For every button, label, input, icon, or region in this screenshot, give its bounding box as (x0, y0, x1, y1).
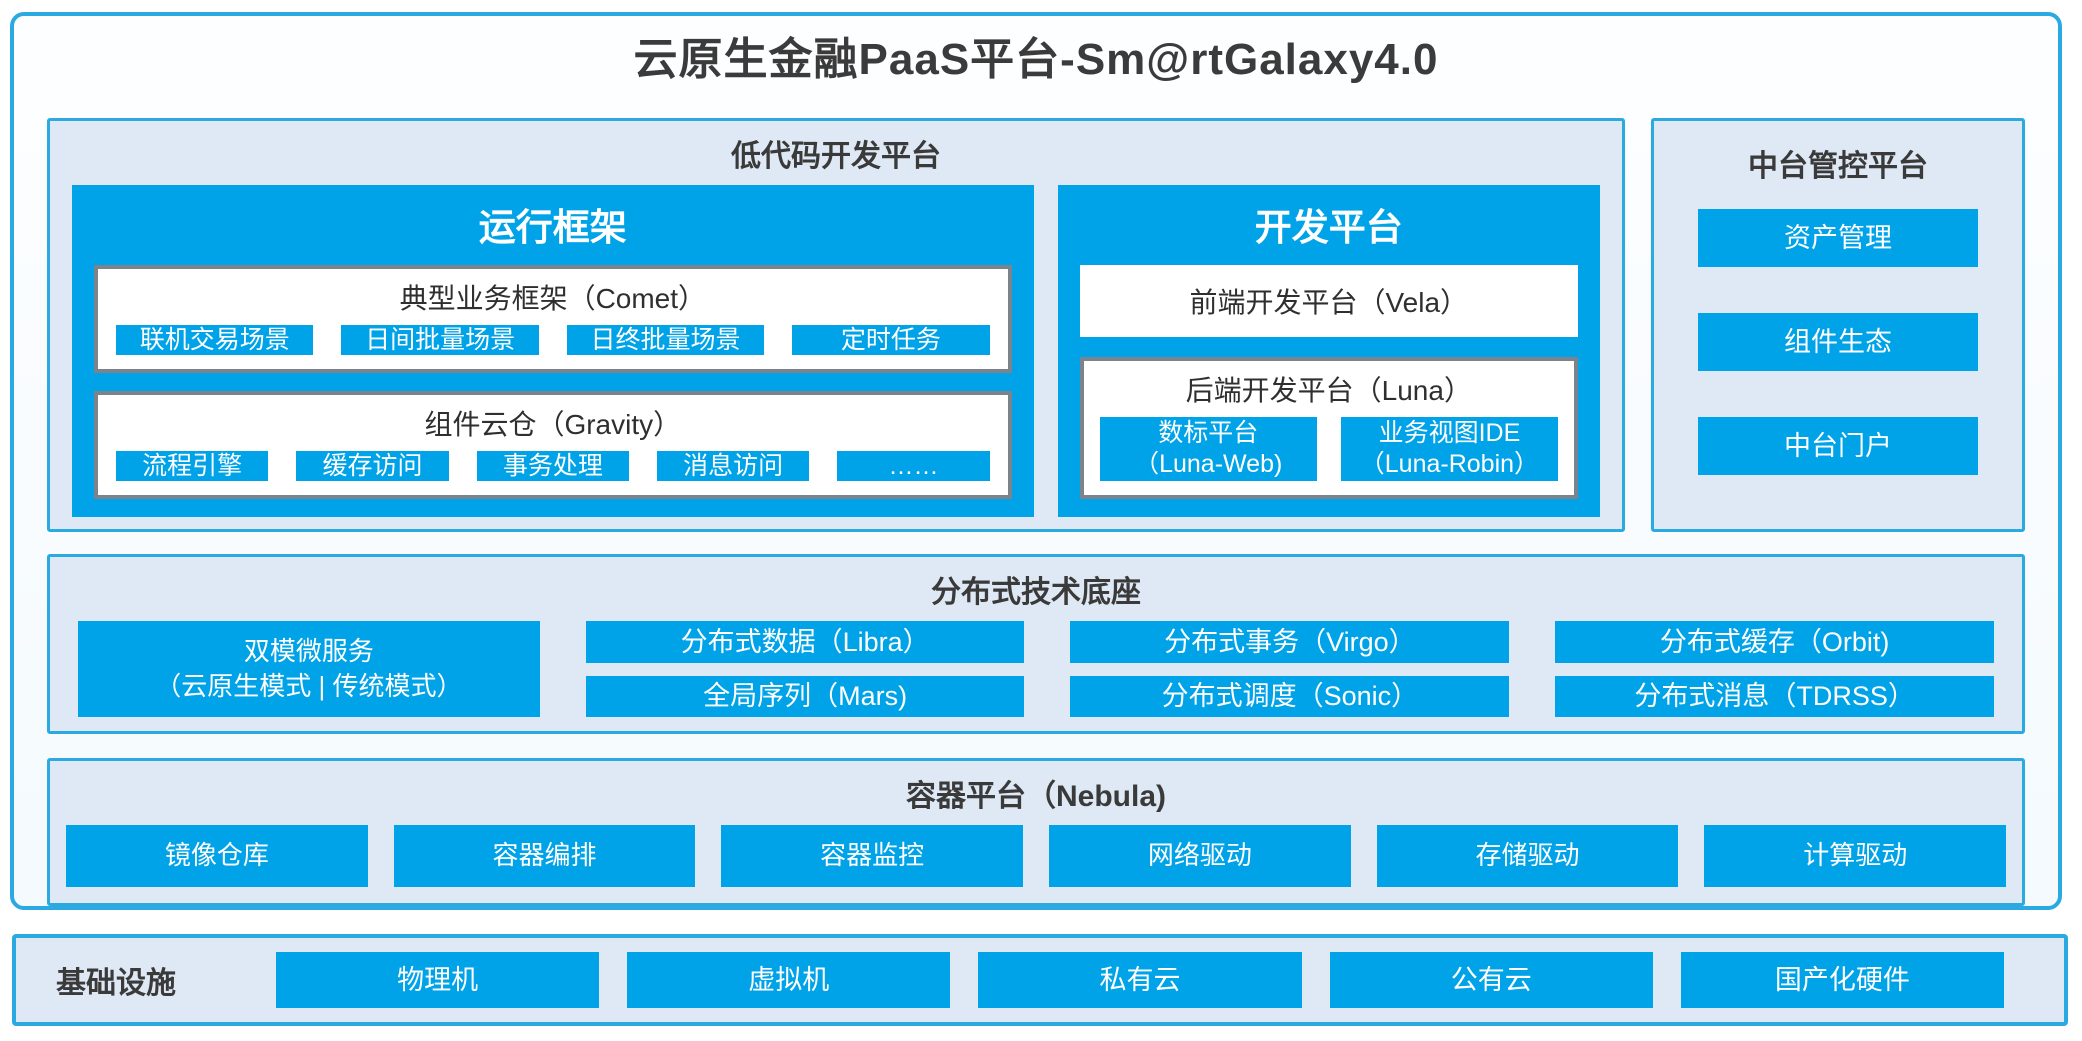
dev-platform-title: 开发平台 (1254, 207, 1403, 248)
infra-item-virtual-machine: 虚拟机 (627, 952, 951, 1008)
comet-framework-title: 典型业务框架（Comet） (399, 283, 707, 314)
distributed-cache-orbit: 分布式缓存（Orbit) (1555, 621, 1994, 663)
gravity-item-process-engine: 流程引擎 (116, 451, 269, 481)
distributed-message-tdrss: 分布式消息（TDRSS） (1555, 675, 1994, 717)
page-title: 云原生金融PaaS平台-Sm@rtGalaxy4.0 (633, 35, 1439, 84)
midplatform-header: 中台管控平台 (1748, 150, 1928, 183)
vela-frontend-box: 前端开发平台（Vela） (1079, 265, 1578, 337)
distributed-base-header: 分布式技术底座 (931, 576, 1141, 609)
dual-mode-line2: （云原生模式 | 传统模式） (155, 671, 463, 701)
comet-item-eod-batch: 日终批量场景 (566, 325, 765, 355)
distributed-data-libra: 分布式数据（Libra） (585, 621, 1025, 663)
infra-item-physical-machine: 物理机 (276, 952, 600, 1008)
luna-items-row: 数标平台 （Luna-Web) 业务视图IDE （Luna-Robin） (1084, 417, 1574, 495)
container-item-orchestration: 容器编排 (393, 825, 696, 887)
runtime-framework-title: 运行框架 (478, 207, 627, 248)
container-platform-header: 容器平台（Nebula) (905, 780, 1166, 813)
luna-robin-item-code: （Luna-Robin） (1359, 450, 1540, 478)
container-item-network-driver: 网络驱动 (1049, 825, 1351, 887)
luna-robin-item: 业务视图IDE （Luna-Robin） (1340, 417, 1559, 481)
dual-mode-microservice-box: 双模微服务 （云原生模式 | 传统模式） (78, 621, 540, 717)
panel-distributed-base: 分布式技术底座 双模微服务 （云原生模式 | 传统模式） 分布式数据（Libra… (47, 554, 2025, 734)
distributed-col-data: 分布式数据（Libra） 全局序列（Mars) (585, 621, 1025, 717)
runtime-framework-box: 运行框架 典型业务框架（Comet） 联机交易场景 日间批量场景 日终批量场景 … (72, 185, 1034, 517)
luna-backend-box: 后端开发平台（Luna） 数标平台 （Luna-Web) 业务视图IDE （Lu… (1079, 357, 1578, 499)
comet-items-row: 联机交易场景 日间批量场景 日终批量场景 定时任务 (98, 325, 1008, 369)
distributed-col-cache: 分布式缓存（Orbit) 分布式消息（TDRSS） (1555, 621, 1994, 717)
luna-backend-title: 后端开发平台（Luna） (1185, 375, 1472, 406)
panel-container-platform: 容器平台（Nebula) 镜像仓库 容器编排 容器监控 网络驱动 存储驱动 计算… (47, 758, 2025, 906)
luna-robin-item-name: 业务视图IDE (1378, 419, 1521, 447)
top-row: 低代码开发平台 运行框架 典型业务框架（Comet） 联机交易场景 日间批量场景… (47, 118, 2025, 532)
lowcode-body: 运行框架 典型业务框架（Comet） 联机交易场景 日间批量场景 日终批量场景 … (72, 185, 1600, 517)
luna-web-item: 数标平台 （Luna-Web) (1099, 417, 1317, 481)
distributed-scheduling-sonic: 分布式调度（Sonic） (1070, 675, 1510, 717)
gravity-item-cache-access: 缓存访问 (296, 451, 449, 481)
infrastructure-label: 基础设施 (56, 967, 176, 1000)
container-item-compute-driver: 计算驱动 (1704, 825, 2007, 887)
infra-item-domestic-hardware: 国产化硬件 (1680, 952, 2005, 1008)
dev-platform-box: 开发平台 前端开发平台（Vela） 后端开发平台（Luna） 数标平台 （Lun… (1057, 185, 1600, 517)
midplatform-item-component-ecosystem: 组件生态 (1698, 313, 1978, 371)
midplatform-item-asset-management: 资产管理 (1698, 209, 1978, 267)
panel-lowcode-platform: 低代码开发平台 运行框架 典型业务框架（Comet） 联机交易场景 日间批量场景… (47, 118, 1625, 532)
global-sequence-mars: 全局序列（Mars) (585, 675, 1025, 717)
midplatform-item-midplatform-portal: 中台门户 (1698, 417, 1978, 475)
infra-item-private-cloud: 私有云 (978, 952, 1302, 1008)
lowcode-platform-header: 低代码开发平台 (731, 140, 941, 173)
panel-infrastructure: 基础设施 物理机 虚拟机 私有云 公有云 国产化硬件 (12, 934, 2068, 1026)
container-item-monitoring: 容器监控 (721, 825, 1024, 887)
luna-web-item-name: 数标平台 (1158, 419, 1259, 447)
comet-framework-box: 典型业务框架（Comet） 联机交易场景 日间批量场景 日终批量场景 定时任务 (94, 265, 1012, 373)
distributed-transaction-virgo: 分布式事务（Virgo） (1070, 621, 1510, 663)
gravity-item-ellipsis: …… (837, 451, 990, 481)
comet-item-scheduled-task: 定时任务 (792, 325, 990, 355)
gravity-warehouse-box: 组件云仓（Gravity） 流程引擎 缓存访问 事务处理 消息访问 …… (94, 391, 1012, 499)
comet-item-daytime-batch: 日间批量场景 (341, 325, 539, 355)
gravity-items-row: 流程引擎 缓存访问 事务处理 消息访问 …… (98, 451, 1008, 495)
container-item-image-registry: 镜像仓库 (66, 825, 368, 887)
gravity-item-message-access: 消息访问 (656, 451, 810, 481)
distributed-body: 双模微服务 （云原生模式 | 传统模式） 分布式数据（Libra） 全局序列（M… (78, 621, 1994, 717)
dual-mode-line1: 双模微服务 (243, 636, 374, 666)
comet-item-online-trading: 联机交易场景 (116, 325, 314, 355)
platform-architecture-frame: 云原生金融PaaS平台-Sm@rtGalaxy4.0 低代码开发平台 运行框架 … (10, 12, 2062, 910)
gravity-warehouse-title: 组件云仓（Gravity） (424, 409, 682, 440)
panel-midplatform-control: 中台管控平台 资产管理 组件生态 中台门户 (1651, 118, 2025, 532)
container-platform-row: 镜像仓库 容器编排 容器监控 网络驱动 存储驱动 计算驱动 (66, 825, 2007, 887)
luna-web-item-code: （Luna-Web) (1134, 450, 1283, 478)
container-item-storage-driver: 存储驱动 (1376, 825, 1679, 887)
gravity-item-transaction-processing: 事务处理 (476, 451, 629, 481)
infra-item-public-cloud: 公有云 (1329, 952, 1653, 1008)
distributed-col-transaction: 分布式事务（Virgo） 分布式调度（Sonic） (1070, 621, 1510, 717)
